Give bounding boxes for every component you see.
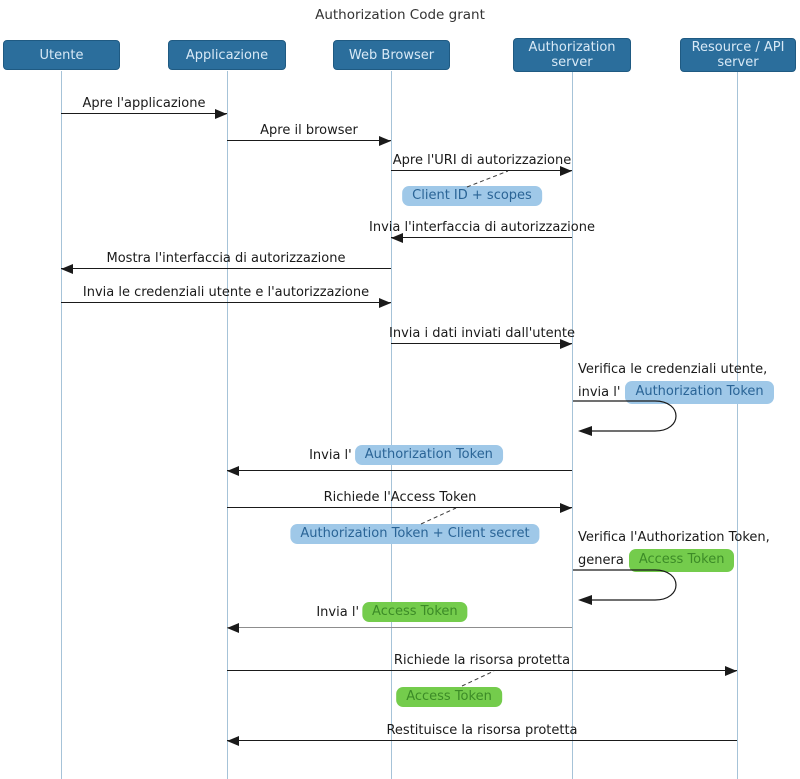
arrowhead-left-icon	[227, 623, 239, 633]
message-label: Mostra l'interfaccia di autorizzazione	[106, 251, 346, 266]
note-badge: Authorization Token + Client secret	[290, 524, 540, 544]
note-access-token: Access Token	[396, 687, 502, 707]
note-connector-2	[420, 507, 457, 525]
message-line	[391, 170, 572, 171]
self-message-loop-2	[573, 569, 677, 601]
annotation-prefix: invia l'	[578, 384, 621, 400]
actor-web-browser: Web Browser	[333, 40, 450, 70]
authorization-token-badge: Authorization Token	[625, 381, 774, 404]
actor-authorization-server: Authorization server	[513, 38, 631, 72]
arrowhead-left-icon	[227, 466, 239, 476]
lifeline-web-browser	[391, 71, 392, 779]
message-line	[227, 470, 572, 471]
arrowhead-right-icon	[379, 298, 391, 308]
arrowhead-left-icon	[578, 426, 592, 436]
actor-resource-api-server: Resource / API server	[680, 38, 796, 72]
message-label-composite: Invia l' Authorization Token	[309, 445, 503, 465]
note-badge: Client ID + scopes	[402, 186, 542, 206]
arrowhead-right-icon	[725, 666, 737, 676]
note-connector-3	[461, 670, 495, 687]
annotation-line1: Verifica le credenziali utente,	[578, 362, 768, 377]
message-line	[61, 302, 391, 303]
arrowhead-left-icon	[227, 736, 239, 746]
annotation-verify-credentials: Verifica le credenziali utente, invia l'…	[578, 361, 774, 404]
message-prefix: Invia l'	[309, 447, 352, 463]
arrowhead-right-icon	[560, 503, 572, 513]
lifeline-resource-api-server	[737, 71, 738, 779]
actor-applicazione: Applicazione	[168, 40, 286, 70]
message-label: Apre il browser	[260, 123, 358, 138]
message-line	[227, 670, 737, 671]
authorization-token-badge: Authorization Token	[354, 445, 503, 465]
message-line	[227, 140, 391, 141]
arrowhead-left-icon	[61, 264, 73, 274]
message-line	[227, 740, 737, 741]
lifeline-applicazione	[227, 71, 228, 779]
arrowhead-right-icon	[560, 339, 572, 349]
message-prefix: Invia l'	[316, 604, 360, 620]
annotation-prefix: genera	[578, 552, 624, 568]
note-badge: Access Token	[396, 687, 502, 707]
arrowhead-left-icon	[391, 233, 403, 243]
message-line	[391, 237, 572, 238]
arrowhead-right-icon	[379, 136, 391, 146]
message-line	[227, 507, 572, 508]
message-label: Invia l'interfaccia di autorizzazione	[369, 220, 595, 235]
access-token-badge: Access Token	[628, 549, 735, 572]
annotation-verify-token: Verifica l'Authorization Token, genera A…	[578, 529, 770, 572]
message-line	[61, 113, 227, 114]
message-label: Richiede l'Access Token	[323, 490, 477, 505]
annotation-line1: Verifica l'Authorization Token,	[578, 530, 770, 545]
message-line	[61, 268, 391, 269]
message-label: Invia i dati inviati dall'utente	[389, 326, 575, 341]
lifeline-authorization-server	[572, 71, 573, 779]
lifeline-utente	[61, 71, 62, 779]
note-connector-1	[466, 170, 509, 188]
diagram-title: Authorization Code grant	[315, 7, 485, 23]
message-line	[227, 627, 572, 628]
message-label: Invia le credenziali utente e l'autorizz…	[82, 285, 370, 300]
message-label: Restituisce la risorsa protetta	[386, 723, 578, 738]
access-token-badge: Access Token	[362, 602, 468, 622]
self-message-loop-1	[573, 400, 677, 432]
actor-utente: Utente	[3, 40, 120, 70]
note-authorization-token-client-secret: Authorization Token + Client secret	[290, 524, 540, 544]
message-label: Apre l'applicazione	[82, 96, 206, 111]
message-label: Richiede la risorsa protetta	[393, 653, 571, 668]
arrowhead-right-icon	[215, 109, 227, 119]
message-line	[391, 343, 572, 344]
message-label-composite: Invia l' Access Token	[316, 602, 468, 622]
arrowhead-right-icon	[560, 166, 572, 176]
arrowhead-left-icon	[578, 595, 592, 605]
message-label: Apre l'URI di autorizzazione	[392, 153, 572, 168]
note-client-id-scopes: Client ID + scopes	[402, 186, 542, 206]
